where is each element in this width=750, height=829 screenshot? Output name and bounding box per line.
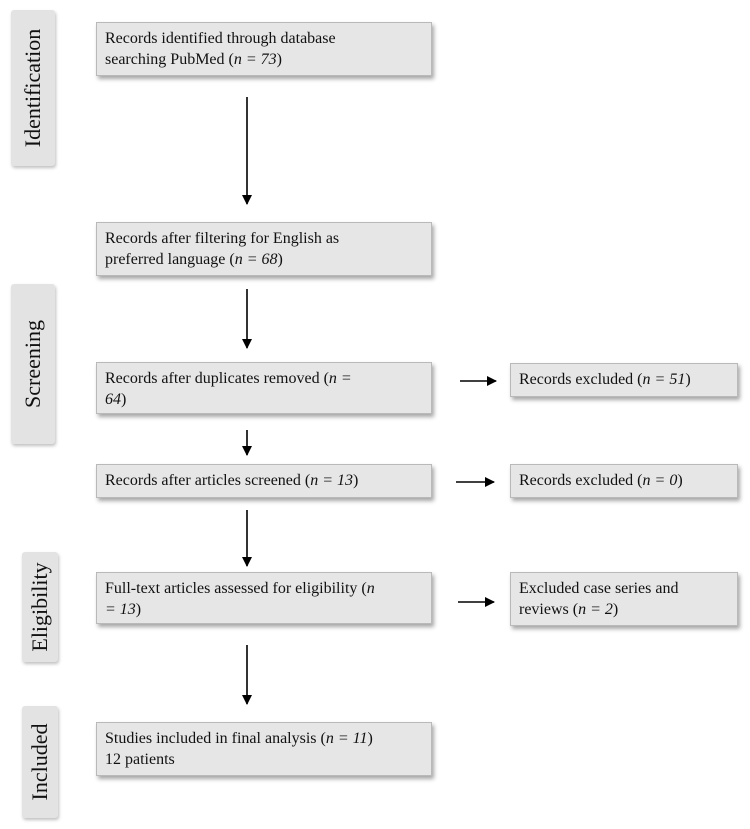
records-identified-box: Records identified through database sear… [96, 22, 432, 76]
studies-included-box: Studies included in final analysis (n = … [96, 722, 432, 776]
records-language-post: ) [277, 251, 283, 268]
records-screened-n: n = 13 [310, 472, 354, 489]
excluded-2-post: ) [677, 472, 683, 489]
records-language-box: Records after filtering for English as p… [96, 222, 432, 276]
phase-included: Included [22, 706, 58, 818]
studies-included-n: n = 11 [325, 730, 368, 747]
records-screened-pre: Records after articles screened ( [105, 472, 311, 489]
records-identified-post: ) [276, 51, 282, 68]
fulltext-assessed-n: n = 13 [105, 580, 375, 618]
excluded-box-3: Excluded case series and reviews (n = 2) [510, 572, 738, 626]
records-screened-post: ) [353, 472, 359, 489]
excluded-1-post: ) [685, 371, 691, 388]
fulltext-assessed-pre: Full-text articles assessed for eligibil… [105, 580, 367, 597]
excluded-2-n: n = 0 [642, 472, 678, 489]
records-language-n: n = 68 [234, 251, 278, 268]
studies-included-pre: Studies included in final analysis ( [105, 730, 326, 747]
records-identified-pre: Records identified through database sear… [105, 30, 336, 68]
records-identified-n: n = 73 [233, 51, 277, 68]
phase-screening: Screening [11, 284, 55, 444]
excluded-1-n: n = 51 [642, 371, 686, 388]
records-duplicates-n: n = 64 [105, 370, 352, 408]
excluded-1-pre: Records excluded ( [519, 371, 643, 388]
excluded-box-2: Records excluded (n = 0) [510, 464, 738, 498]
excluded-3-n: n = 2 [578, 601, 613, 618]
records-screened-box: Records after articles screened (n = 13) [96, 464, 432, 498]
excluded-2-pre: Records excluded ( [519, 472, 643, 489]
records-duplicates-box: Records after duplicates removed (n = 64… [96, 362, 432, 414]
excluded-3-pre: Excluded case series and reviews ( [519, 580, 679, 618]
records-language-pre: Records after filtering for English as p… [105, 230, 340, 268]
fulltext-assessed-box: Full-text articles assessed for eligibil… [96, 572, 432, 624]
records-duplicates-post: ) [121, 391, 127, 408]
fulltext-assessed-post: ) [135, 601, 142, 618]
records-duplicates-pre: Records after duplicates removed ( [105, 370, 329, 387]
studies-included-post: ) 12 patients [105, 730, 373, 768]
phase-eligibility: Eligibility [22, 552, 58, 662]
phase-identification: Identification [11, 10, 55, 166]
excluded-box-1: Records excluded (n = 51) [510, 363, 738, 397]
excluded-3-post: ) [612, 601, 619, 618]
